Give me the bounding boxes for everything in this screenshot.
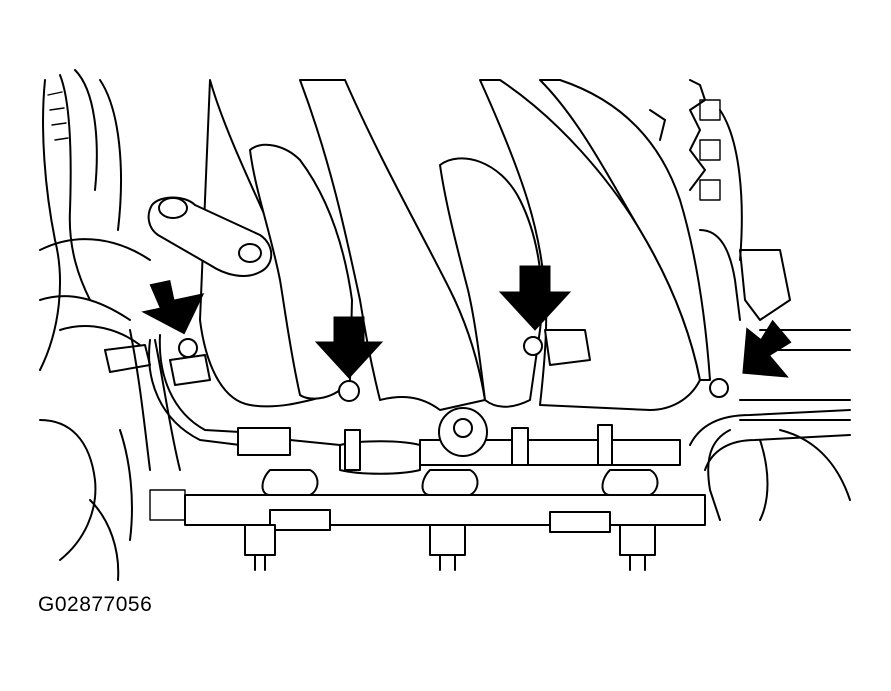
engine-block-right [649, 79, 851, 521]
fuel-rail [184, 407, 706, 533]
figure-id-label: G02877056 [38, 593, 153, 616]
arrow-bolt-4 [742, 319, 792, 378]
bolt-1 [178, 338, 198, 358]
engine-block-left [39, 69, 186, 581]
arrow-bolt-2 [314, 316, 384, 379]
bolt-4 [709, 378, 729, 398]
arrow-bolt-3 [498, 265, 572, 331]
coolant-pipe [689, 409, 851, 471]
bolt-3 [523, 336, 543, 356]
callout-arrows [141, 265, 792, 379]
arrow-bolt-1 [141, 279, 205, 335]
bolt-2 [338, 380, 360, 402]
fuel-injectors [244, 469, 659, 571]
manifold-bolts [169, 329, 729, 402]
fuel-hose [148, 334, 341, 456]
intake-manifold [199, 79, 711, 411]
manifold-bracket [147, 196, 273, 277]
